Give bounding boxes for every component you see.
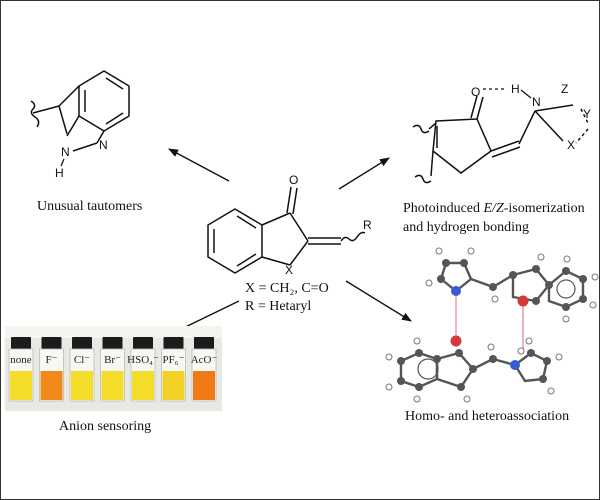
caption-association: Homo- and heteroassociation (405, 409, 570, 424)
center-atom-X: X (285, 263, 293, 277)
caption-isomerization-line1: Photoinduced E/Z-isomerization (403, 201, 585, 217)
caption-iso-pre: Photoinduced (403, 201, 484, 216)
vial-label: none (10, 354, 32, 366)
caption-iso-post: -isomerization (503, 201, 585, 216)
center-atom-O: O (289, 173, 298, 187)
caption-iso-em: E/Z (483, 201, 504, 216)
tautomer-atom-N1: N (61, 145, 70, 159)
tautomer-molecule (30, 70, 130, 152)
vial-solution (71, 371, 93, 400)
vial-cap (194, 337, 214, 349)
vial-solution (162, 371, 185, 400)
isomerization-molecule (412, 95, 589, 184)
vial-solution (101, 371, 124, 400)
center-def-r: R = Hetaryl (245, 299, 312, 314)
vial-solution (40, 371, 63, 400)
vial-solution (132, 371, 154, 400)
vial-cap (133, 337, 153, 349)
tautomer-atom-N2: N (99, 138, 108, 152)
vial-label: F⁻ (46, 354, 58, 366)
caption-sensing: Anion sensoring (59, 419, 152, 434)
caption-tautomers: Unusual tautomers (37, 199, 143, 214)
tautomer-atom-H: H (55, 166, 64, 180)
vial-cap (11, 337, 31, 349)
vial-label: HSO₄⁻ (127, 354, 159, 366)
arrow-to-isomerization (338, 157, 390, 190)
vial-cap (41, 337, 62, 349)
vial-solution (193, 371, 215, 400)
iso-atom-Y: Y (583, 107, 591, 121)
arrow-to-tautomers (168, 148, 230, 182)
iso-atom-Z: Z (561, 82, 568, 96)
iso-atom-H: H (511, 82, 520, 96)
iso-atom-X: X (567, 138, 575, 152)
vial-photo: none F⁻ Cl⁻ Br⁻ HSO₄⁻ PF₆⁻ AcO⁻ (5, 326, 222, 411)
caption-isomerization-line2: and hydrogen bonding (403, 220, 529, 235)
arrow-to-association (345, 280, 412, 322)
center-atom-R: R (363, 218, 372, 232)
vial-label: AcO⁻ (191, 354, 218, 366)
iso-atom-N: N (532, 95, 541, 109)
vial-label: Cl⁻ (74, 354, 90, 366)
vial-label: PF₆⁻ (163, 354, 185, 366)
vial-solution (10, 371, 32, 400)
center-def-x: X = CH₂, C=O (245, 281, 329, 296)
crystal-structure (385, 247, 599, 403)
iso-atom-O: O (471, 85, 480, 99)
vial-label: Br⁻ (104, 354, 121, 366)
vial-cap (102, 337, 123, 349)
vial-cap (163, 337, 184, 349)
vial-cap (72, 337, 92, 349)
central-molecule (207, 186, 366, 274)
